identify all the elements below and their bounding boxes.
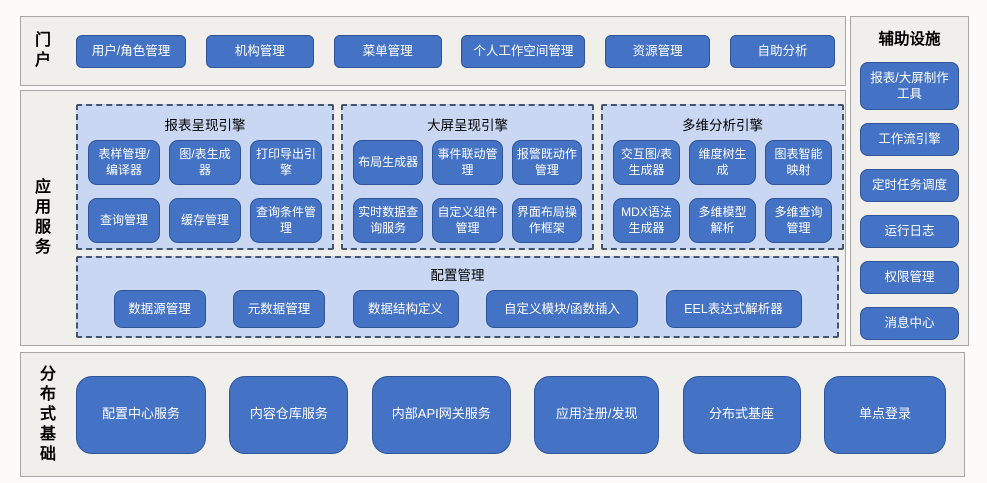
- foundation-node-row: 配置中心服务 内容仓库服务 内部API网关服务 应用注册/发现 分布式基座 单点…: [76, 353, 946, 476]
- portal-node-workspace-mgmt: 个人工作空间管理: [461, 34, 586, 68]
- portal-node-resource-mgmt: 资源管理: [605, 34, 711, 68]
- aux-node-permission-mgmt: 权限管理: [860, 261, 959, 294]
- engine-node: 自定义组件管理: [432, 198, 503, 243]
- engine-node: 界面布局操作框架: [511, 198, 582, 243]
- engine-node: MDX语法生成器: [613, 198, 680, 243]
- foundation-node-app-registry: 应用注册/发现: [534, 375, 660, 454]
- portal-node-menu-mgmt: 菜单管理: [333, 34, 442, 68]
- engine-node: 缓存管理: [169, 198, 241, 243]
- application-services-section: 应用服务 报表呈现引擎 表样管理/编译器 图/表生成器 打印导出引擎 查询管理 …: [20, 90, 846, 346]
- engine-node: 事件联动管理: [432, 140, 503, 185]
- foundation-node-distributed-base: 分布式基座: [682, 375, 801, 454]
- report-engine-panel: 报表呈现引擎 表样管理/编译器 图/表生成器 打印导出引擎 查询管理 缓存管理 …: [76, 104, 334, 250]
- engine-node: 布局生成器: [353, 140, 424, 185]
- bigscreen-engine-grid: 布局生成器 事件联动管理 报警既动作管理 实时数据查询服务 自定义组件管理 界面…: [353, 140, 582, 243]
- engine-panels-row: 报表呈现引擎 表样管理/编译器 图/表生成器 打印导出引擎 查询管理 缓存管理 …: [76, 104, 844, 250]
- distributed-foundation-label: 分布式基础: [37, 364, 54, 465]
- engine-node: 表样管理/编译器: [88, 140, 160, 185]
- config-node-row: 数据源管理 元数据管理 数据结构定义 自定义模块/函数插入 EEL表达式解析器: [78, 290, 837, 328]
- engine-node: 打印导出引擎: [250, 140, 322, 185]
- engine-node: 多维查询管理: [765, 198, 832, 243]
- aux-node-message-center: 消息中心: [860, 307, 959, 340]
- foundation-node-content-repo: 内容仓库服务: [229, 375, 349, 454]
- auxiliary-facilities-title: 辅助设施: [878, 31, 941, 48]
- portal-node-row: 用户/角色管理 机构管理 菜单管理 个人工作空间管理 资源管理 自助分析: [76, 17, 835, 85]
- engine-node: 查询条件管理: [250, 198, 322, 243]
- olap-engine-grid: 交互图/表生成器 维度树生成 图表智能映射 MDX语法生成器 多维模型解析 多维…: [613, 140, 832, 243]
- engine-node: 交互图/表生成器: [613, 140, 680, 185]
- engine-node: 查询管理: [88, 198, 160, 243]
- olap-engine-title: 多维分析引擎: [682, 118, 763, 133]
- aux-node-run-log: 运行日志: [860, 215, 959, 248]
- bigscreen-engine-panel: 大屏呈现引擎 布局生成器 事件联动管理 报警既动作管理 实时数据查询服务 自定义…: [341, 104, 594, 250]
- config-node-metadata: 元数据管理: [233, 290, 325, 328]
- portal-section: 门户 用户/角色管理 机构管理 菜单管理 个人工作空间管理 资源管理 自助分析: [20, 16, 846, 86]
- config-node-datasource: 数据源管理: [113, 290, 206, 328]
- aux-node-workflow-engine: 工作流引擎: [860, 123, 959, 156]
- config-node-custom-module: 自定义模块/函数插入: [486, 290, 638, 328]
- config-node-structure: 数据结构定义: [352, 290, 459, 328]
- foundation-node-config-center: 配置中心服务: [76, 375, 206, 454]
- portal-section-label: 门户: [32, 31, 49, 71]
- application-services-label: 应用服务: [32, 178, 49, 258]
- portal-node-user-role-mgmt: 用户/角色管理: [76, 34, 186, 68]
- foundation-node-api-gateway: 内部API网关服务: [371, 375, 511, 454]
- aux-node-task-scheduler: 定时任务调度: [860, 169, 959, 202]
- config-node-eel-parser: EEL表达式解析器: [665, 290, 802, 328]
- config-management-title: 配置管理: [430, 268, 485, 283]
- engine-node: 维度树生成: [689, 140, 756, 185]
- engine-node: 图/表生成器: [169, 140, 241, 185]
- bigscreen-engine-title: 大屏呈现引擎: [427, 118, 508, 133]
- foundation-node-sso: 单点登录: [823, 375, 946, 454]
- engine-node: 多维模型解析: [689, 198, 756, 243]
- report-engine-grid: 表样管理/编译器 图/表生成器 打印导出引擎 查询管理 缓存管理 查询条件管理: [88, 140, 322, 243]
- olap-engine-panel: 多维分析引擎 交互图/表生成器 维度树生成 图表智能映射 MDX语法生成器 多维…: [601, 104, 844, 250]
- report-engine-title: 报表呈现引擎: [164, 118, 246, 133]
- distributed-foundation-section: 分布式基础 配置中心服务 内容仓库服务 内部API网关服务 应用注册/发现 分布…: [20, 352, 965, 477]
- auxiliary-facilities-section: 辅助设施 报表/大屏制作工具 工作流引擎 定时任务调度 运行日志 权限管理 消息…: [850, 16, 969, 346]
- config-management-panel: 配置管理 数据源管理 元数据管理 数据结构定义 自定义模块/函数插入 EEL表达…: [76, 256, 839, 338]
- engine-node: 图表智能映射: [765, 140, 832, 185]
- engine-node: 报警既动作管理: [511, 140, 582, 185]
- portal-node-self-analysis: 自助分析: [729, 34, 835, 68]
- portal-node-org-mgmt: 机构管理: [205, 34, 314, 68]
- aux-node-report-maker: 报表/大屏制作工具: [860, 62, 959, 110]
- engine-node: 实时数据查询服务: [353, 198, 424, 243]
